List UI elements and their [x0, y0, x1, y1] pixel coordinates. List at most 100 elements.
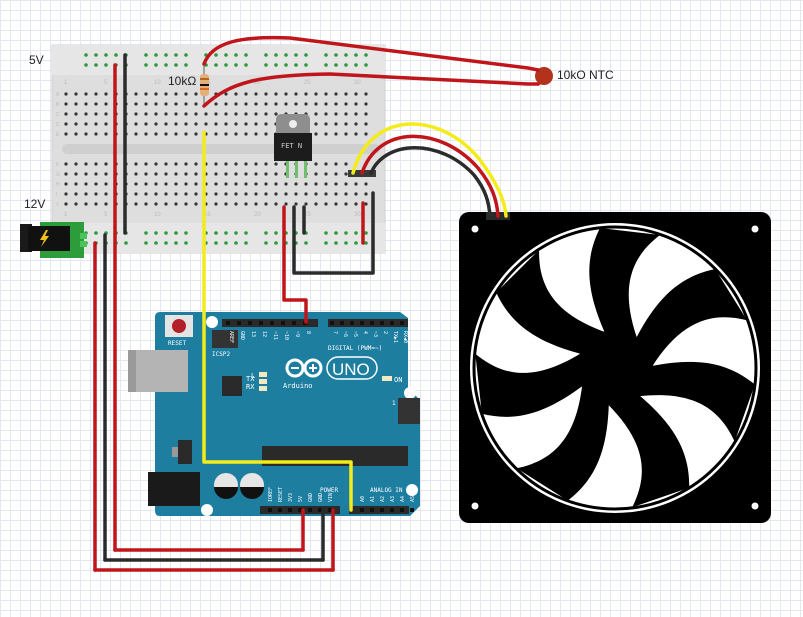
breadboard-hole[interactable] — [64, 172, 68, 176]
wire-thermistor-signal[interactable] — [202, 72, 540, 108]
breadboard-hole[interactable] — [104, 132, 108, 136]
header-pin[interactable] — [288, 508, 292, 512]
rail-hole[interactable] — [174, 63, 178, 67]
breadboard-hole[interactable] — [344, 122, 348, 126]
breadboard-hole[interactable] — [254, 132, 258, 136]
breadboard-hole[interactable] — [284, 102, 288, 106]
breadboard-hole[interactable] — [74, 172, 78, 176]
rail-hole[interactable] — [364, 63, 368, 67]
rail-hole[interactable] — [214, 241, 218, 245]
header-pin[interactable] — [270, 321, 274, 325]
breadboard-hole[interactable] — [324, 102, 328, 106]
breadboard-hole[interactable] — [134, 182, 138, 186]
breadboard-hole[interactable] — [274, 162, 278, 166]
breadboard-hole[interactable] — [64, 162, 68, 166]
rail-hole[interactable] — [294, 63, 298, 67]
rail-hole[interactable] — [284, 63, 288, 67]
rail-hole[interactable] — [94, 63, 98, 67]
breadboard-hole[interactable] — [324, 132, 328, 136]
rail-hole[interactable] — [244, 53, 248, 57]
rail-hole[interactable] — [224, 241, 228, 245]
breadboard-hole[interactable] — [194, 192, 198, 196]
breadboard-hole[interactable] — [314, 92, 318, 96]
breadboard-hole[interactable] — [74, 92, 78, 96]
breadboard-hole[interactable] — [74, 122, 78, 126]
breadboard-hole[interactable] — [334, 162, 338, 166]
breadboard-hole[interactable] — [254, 192, 258, 196]
breadboard-hole[interactable] — [264, 202, 268, 206]
breadboard-hole[interactable] — [294, 182, 298, 186]
breadboard-hole[interactable] — [184, 182, 188, 186]
breadboard-hole[interactable] — [94, 112, 98, 116]
breadboard-hole[interactable] — [154, 112, 158, 116]
breadboard-hole[interactable] — [214, 172, 218, 176]
breadboard-hole[interactable] — [214, 112, 218, 116]
rail-hole[interactable] — [154, 53, 158, 57]
breadboard-hole[interactable] — [324, 162, 328, 166]
breadboard-hole[interactable] — [184, 92, 188, 96]
breadboard-hole[interactable] — [304, 182, 308, 186]
breadboard-hole[interactable] — [94, 162, 98, 166]
rail-hole[interactable] — [234, 53, 238, 57]
breadboard-hole[interactable] — [244, 102, 248, 106]
breadboard-hole[interactable] — [194, 112, 198, 116]
breadboard-hole[interactable] — [144, 122, 148, 126]
breadboard-hole[interactable] — [194, 132, 198, 136]
breadboard-hole[interactable] — [224, 192, 228, 196]
breadboard-hole[interactable] — [224, 92, 228, 96]
rail-hole[interactable] — [224, 63, 228, 67]
breadboard-hole[interactable] — [324, 182, 328, 186]
header-pin[interactable] — [360, 508, 364, 512]
header-pin[interactable] — [248, 321, 252, 325]
rail-hole[interactable] — [264, 63, 268, 67]
breadboard-hole[interactable] — [164, 182, 168, 186]
rail-hole[interactable] — [234, 231, 238, 235]
breadboard-hole[interactable] — [154, 172, 158, 176]
breadboard-hole[interactable] — [194, 102, 198, 106]
breadboard-hole[interactable] — [314, 162, 318, 166]
breadboard-hole[interactable] — [264, 182, 268, 186]
breadboard-hole[interactable] — [174, 132, 178, 136]
breadboard-hole[interactable] — [84, 92, 88, 96]
rail-hole[interactable] — [234, 63, 238, 67]
rail-hole[interactable] — [94, 53, 98, 57]
wire-thermistor-5v[interactable] — [202, 35, 540, 72]
breadboard-hole[interactable] — [334, 92, 338, 96]
breadboard-hole[interactable] — [224, 172, 228, 176]
rail-hole[interactable] — [164, 53, 168, 57]
breadboard-hole[interactable] — [84, 192, 88, 196]
breadboard-hole[interactable] — [234, 192, 238, 196]
breadboard-hole[interactable] — [314, 112, 318, 116]
rail-hole[interactable] — [174, 231, 178, 235]
breadboard-hole[interactable] — [344, 102, 348, 106]
breadboard-hole[interactable] — [274, 182, 278, 186]
breadboard-hole[interactable] — [294, 202, 298, 206]
header-pin[interactable] — [268, 508, 272, 512]
breadboard-hole[interactable] — [324, 202, 328, 206]
breadboard-hole[interactable] — [234, 122, 238, 126]
rail-hole[interactable] — [244, 241, 248, 245]
rail-hole[interactable] — [364, 241, 368, 245]
breadboard-hole[interactable] — [144, 202, 148, 206]
breadboard-hole[interactable] — [314, 102, 318, 106]
breadboard-hole[interactable] — [94, 122, 98, 126]
breadboard-hole[interactable] — [334, 122, 338, 126]
header-pin[interactable] — [360, 321, 364, 325]
breadboard-hole[interactable] — [244, 172, 248, 176]
breadboard-hole[interactable] — [144, 92, 148, 96]
breadboard-hole[interactable] — [214, 102, 218, 106]
breadboard-hole[interactable] — [244, 202, 248, 206]
header-pin[interactable] — [330, 321, 334, 325]
rail-hole[interactable] — [164, 63, 168, 67]
breadboard-hole[interactable] — [344, 192, 348, 196]
rail-hole[interactable] — [354, 53, 358, 57]
breadboard-hole[interactable] — [234, 102, 238, 106]
breadboard-hole[interactable] — [354, 192, 358, 196]
breadboard-hole[interactable] — [324, 192, 328, 196]
rail-hole[interactable] — [84, 53, 88, 57]
rail-hole[interactable] — [184, 241, 188, 245]
header-pin[interactable] — [350, 321, 354, 325]
breadboard-hole[interactable] — [74, 192, 78, 196]
breadboard-hole[interactable] — [244, 112, 248, 116]
rail-hole[interactable] — [84, 63, 88, 67]
